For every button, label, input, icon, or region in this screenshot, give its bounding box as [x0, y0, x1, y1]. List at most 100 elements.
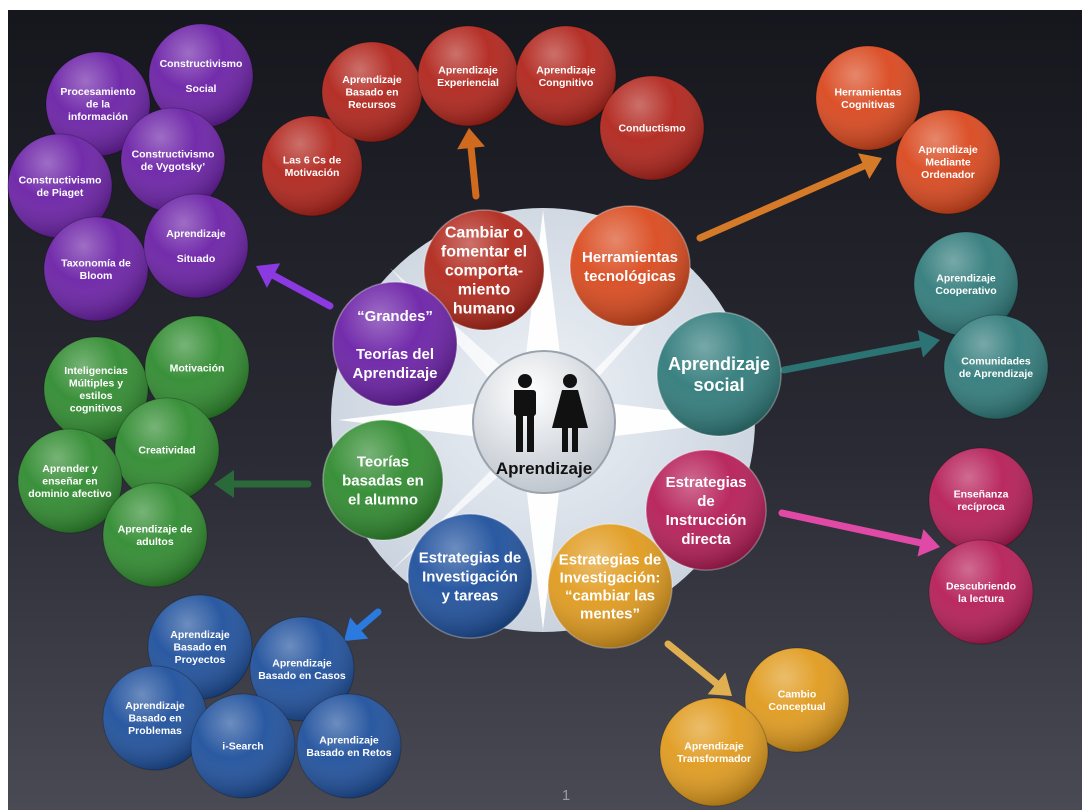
node-casos-line: Basado en Casos [258, 670, 346, 682]
hub-directa-line: de [697, 493, 715, 510]
hub-tareas-line: Investigación [422, 568, 518, 585]
node-experiencial-line: Experiencial [437, 77, 499, 89]
man-woman-icon [514, 374, 588, 452]
hub-social-line: social [693, 375, 744, 395]
arrow-to-blue [344, 608, 382, 641]
node-reciproca-line: Enseñanza [954, 488, 1009, 500]
node-lectura-line: Descubriendo [946, 580, 1016, 592]
node-transformador-line: Aprendizaje [684, 740, 744, 752]
node-inteligencias-line: Múltiples y [69, 377, 123, 389]
hub-grandes-line: Aprendizaje [352, 365, 437, 382]
hub-cambiar-line: comporta- [445, 263, 523, 280]
node-retos-line: Basado en Retos [306, 747, 391, 759]
node-inteligencias-line: estilos [79, 390, 112, 402]
node-comunidades-line: Comunidades [961, 355, 1031, 367]
center-label: Aprendizaje [496, 459, 592, 478]
hub-cambiar-line: fomentar el [441, 244, 527, 261]
hub-alumno-line: Teorías [357, 453, 409, 470]
node-social-const-line: Social [186, 83, 217, 95]
node-herr-cognitivas-line: Herramientas [834, 86, 901, 98]
node-problemas-line: Aprendizaje [125, 700, 185, 712]
hub-social-line: Aprendizaje [668, 354, 770, 374]
node-social-const-line: Constructivismo [160, 58, 243, 70]
arrow-to-pink [778, 509, 940, 557]
node-situado-line: Situado [177, 253, 216, 265]
arrow-to-gold [664, 640, 732, 696]
hub-herramientas-line: tecnológicas [584, 268, 676, 285]
hub-cambiar-mentes-line: mentes” [580, 605, 640, 622]
node-piaget-line: Constructivismo [19, 174, 102, 186]
node-transformador-line: Transformador [677, 753, 751, 765]
node-conductismo[interactable]: Conductismo [599, 75, 705, 181]
hub-directa-line: Instrucción [666, 512, 747, 529]
hub-cambiar-mentes-line: Investigación: [560, 569, 661, 586]
hub-grandes-line: “Grandes” [357, 308, 433, 325]
hub-cambiar-mentes-line: Estrategias de [559, 551, 662, 568]
node-procesamiento-line: información [68, 111, 128, 123]
node-cooperativo-line: Aprendizaje [936, 272, 996, 284]
node-afectivo-line: enseñar en [42, 476, 97, 488]
node-situado-line: Aprendizaje [166, 228, 226, 240]
node-cognitivo-line: Aprendizaje [536, 64, 596, 76]
node-experiencial-line: Aprendizaje [438, 64, 498, 76]
node-conceptual-line: Conceptual [768, 701, 825, 713]
node-casos-line: Aprendizaje [272, 657, 332, 669]
node-comunidades-line: de Aprendizaje [959, 368, 1033, 380]
node-cognitivo-line: Congnitivo [539, 77, 594, 89]
node-isearch-line: i-Search [222, 741, 263, 753]
node-cooperativo-line: Cooperativo [935, 285, 996, 297]
node-proyectos-line: Aprendizaje [170, 629, 230, 641]
node-creatividad[interactable]: Creatividad [114, 397, 220, 503]
node-proyectos-line: Proyectos [175, 654, 226, 666]
node-ordenador-line: Ordenador [921, 169, 975, 181]
node-bloom-line: Taxonomía de [61, 257, 131, 269]
node-problemas-line: Basado en [128, 713, 181, 725]
node-motivacion[interactable]: Motivación [144, 315, 250, 421]
node-problemas-line: Problemas [128, 725, 182, 737]
arrow-to-teal [780, 330, 940, 374]
hub-directa-line: directa [681, 531, 731, 548]
node-recursos-line: Recursos [348, 99, 396, 111]
hub-cambiar-mentes-line: “cambiar las [565, 587, 655, 604]
node-retos-line: Aprendizaje [319, 734, 379, 746]
node-adultos-line: adultos [136, 536, 173, 548]
node-seis-cs-line: Las 6 Cs de [283, 154, 342, 166]
node-afectivo-line: Aprender y [42, 463, 98, 475]
page-number: 1 [562, 787, 570, 804]
node-vygotsky-line: de Vygotsky’ [141, 161, 205, 173]
node-isearch[interactable]: i-Search [190, 693, 296, 799]
hub-alumno-line: basadas en [342, 472, 424, 489]
